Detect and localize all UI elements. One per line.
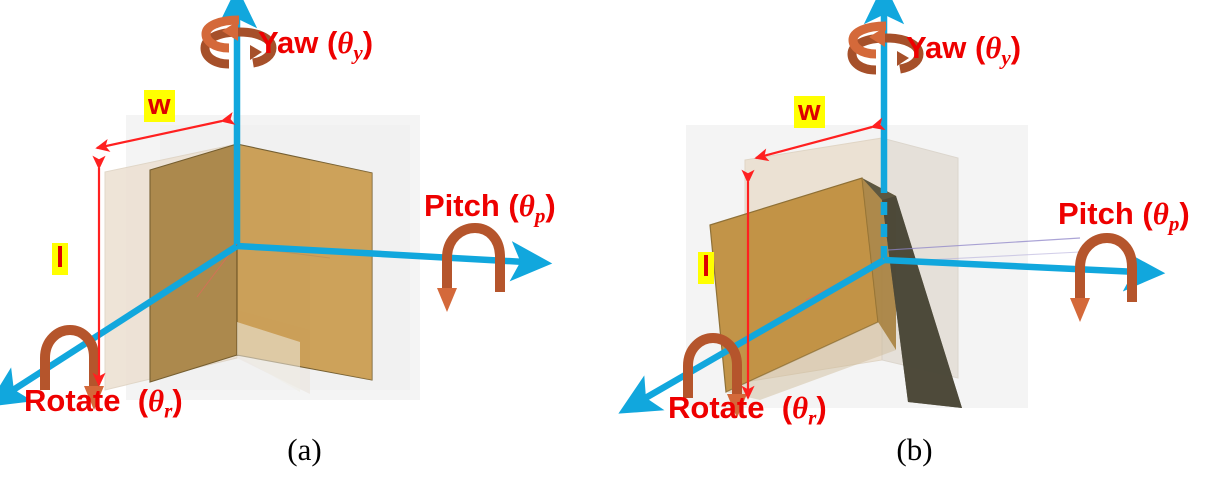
pitch-rotation-icon xyxy=(1070,232,1137,322)
panel-a-graphic xyxy=(0,0,553,410)
panel-a: Yaw (θy) Pitch (θp) Rotate (θr) w l (a) xyxy=(0,0,609,492)
panel-b-caption: (b) xyxy=(896,432,933,467)
panel-b-graphic xyxy=(618,0,1166,418)
rotate-label-b: Rotate (θr) xyxy=(668,390,827,430)
rotate-rotation-icon xyxy=(683,332,747,418)
width-label-b: w xyxy=(794,96,825,128)
length-label-a: l xyxy=(52,243,69,275)
length-label-b: l xyxy=(698,252,715,284)
pitch-rotation-icon xyxy=(437,222,505,312)
yaw-label-a: Yaw (θy) xyxy=(258,25,374,65)
width-label-a: w xyxy=(144,90,175,122)
yaw-rotation-icon xyxy=(847,21,924,75)
pitch-axis-arrow xyxy=(883,251,1166,292)
pitch-axis-arrow xyxy=(236,241,553,282)
width-dimension-arrow xyxy=(95,111,236,152)
panel-b: Yaw (θy) Pitch (θp) Rotate (θr) w l (b) xyxy=(610,0,1219,492)
panel-a-caption: (a) xyxy=(287,432,322,467)
rotate-axis-arrow xyxy=(618,257,886,414)
width-dimension-arrow xyxy=(754,117,886,162)
yaw-rotation-icon xyxy=(200,15,277,69)
pitch-label-a: Pitch (θp) xyxy=(424,188,556,228)
rotate-label-a: Rotate (θr) xyxy=(24,383,183,423)
folded-sheet xyxy=(149,143,373,392)
pitch-label-b: Pitch (θp) xyxy=(1058,196,1190,236)
yaw-label-b: Yaw (θy) xyxy=(906,30,1022,70)
